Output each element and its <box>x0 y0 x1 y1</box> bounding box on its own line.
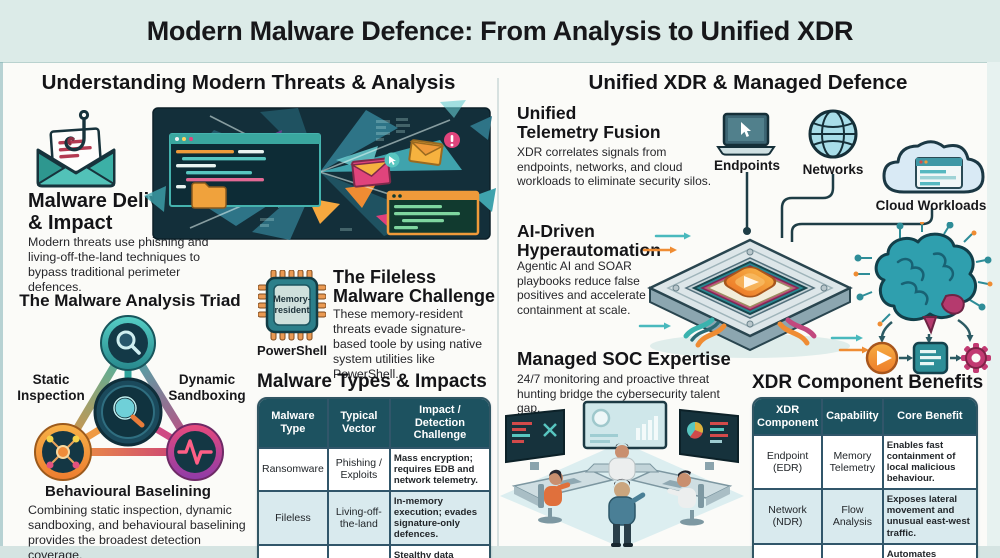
table-row: Spyware Malicious downloads Stealthy dat… <box>259 544 489 558</box>
memory-chip-icon: Memory- resident <box>258 270 326 341</box>
triad-caption: Combining static inspection, dynamic san… <box>28 503 246 558</box>
left-monitor <box>505 408 565 470</box>
xdr-platform-chip-illustration <box>638 232 869 358</box>
bottom-strip <box>0 546 1000 558</box>
cloud-workloads-label: Cloud Workloads <box>875 198 987 213</box>
triad-title: The Malware Analysis Triad <box>19 291 241 310</box>
triad-label-static: Static Inspection <box>17 372 85 403</box>
soc-title: Managed SOC Expertise <box>517 348 731 369</box>
title-banner: Modern Malware Defence: From Analysis to… <box>0 0 1000 63</box>
binary-columns <box>260 118 410 231</box>
ai-brain-illustration <box>853 222 993 375</box>
table-row: Fileless Living-off-the-land In-memory e… <box>259 490 489 545</box>
delivery-body: Modern threats use phishing and living-o… <box>28 235 209 295</box>
analyst-left <box>538 469 571 524</box>
table-row: Ransomware Phishing / Exploits Mass encr… <box>259 446 489 491</box>
triad-label-dynamic: Dynamic Sandboxing <box>168 372 246 403</box>
networks-globe-icon <box>808 109 858 159</box>
static-inspection-node <box>100 315 156 371</box>
circuit-stubs <box>853 222 993 327</box>
central-analysis-node <box>93 377 163 447</box>
endpoints-label: Endpoints <box>714 158 780 173</box>
soc-room-illustration <box>500 400 744 548</box>
right-edge-strip <box>987 62 1000 546</box>
right-column-heading: Unified XDR & Managed Defence <box>588 71 908 94</box>
dynamic-sandboxing-node <box>166 423 224 481</box>
cloud-workloads-icon <box>882 140 985 194</box>
fileless-body: These memory-resident threats evade sign… <box>333 307 483 381</box>
fileless-title: The Fileless Malware Challenge <box>333 267 496 307</box>
analyst-standing <box>608 478 646 547</box>
left-column-heading: Understanding Modern Threats & Analysis <box>41 71 456 94</box>
analyst-right <box>667 470 704 526</box>
center-screen <box>582 400 668 450</box>
code-window-orange <box>386 190 480 236</box>
table-row: Endpoint (EDR) Memory Telemetry Enables … <box>754 434 976 489</box>
triad-label-behavioural: Behavioural Baselining <box>45 483 211 500</box>
table-header-row: XDR Component Capability Core Benefit <box>754 399 976 435</box>
powershell-label: PowerShell <box>256 343 328 358</box>
telemetry-title: Unified Telemetry Fusion <box>517 103 661 142</box>
analyst-center-back <box>608 443 636 481</box>
ai-body: Agentic AI and SOAR playbooks reduce fal… <box>517 259 646 317</box>
soc-body: 24/7 monitoring and proactive threat hun… <box>517 372 720 416</box>
malware-types-table: Malware Type Typical Vector Impact / Det… <box>257 397 491 558</box>
column-divider <box>497 78 499 546</box>
networks-label: Networks <box>802 162 864 177</box>
left-edge-strip <box>0 62 3 546</box>
page-title: Modern Malware Defence: From Analysis to… <box>146 16 854 46</box>
ai-title: AI-Driven Hyperautomation <box>517 221 661 260</box>
table-header-row: Malware Type Typical Vector Impact / Det… <box>259 399 489 447</box>
malware-table-title: Malware Types & Impacts <box>257 371 487 392</box>
gear-icon <box>961 343 991 373</box>
envelope-orange-icon <box>408 139 445 166</box>
table-row: Network (NDR) Flow Analysis Exposes late… <box>754 488 976 543</box>
phishing-envelope-icon <box>36 110 116 188</box>
svg-text:resident: resident <box>274 305 309 315</box>
xdr-table-title: XDR Component Benefits <box>752 372 984 393</box>
telemetry-body: XDR correlates signals from endpoints, n… <box>517 145 712 189</box>
flow-arrows <box>878 318 974 362</box>
envelope-magenta-icon <box>349 157 392 188</box>
playbook-document-icon <box>912 341 949 375</box>
threat-collage-illustration <box>144 100 496 240</box>
svg-text:Memory-: Memory- <box>273 294 311 304</box>
table-row: SOAR Playbooks Automates repeatable reme… <box>754 542 976 558</box>
xdr-benefits-table: XDR Component Capability Core Benefit En… <box>752 397 978 558</box>
data-flow-arrows <box>638 232 869 354</box>
analysis-triad-diagram <box>34 315 224 481</box>
endpoints-laptop-icon <box>716 112 776 156</box>
folder-icon <box>191 182 227 209</box>
behavioural-node <box>34 423 92 481</box>
right-monitor <box>679 408 739 470</box>
